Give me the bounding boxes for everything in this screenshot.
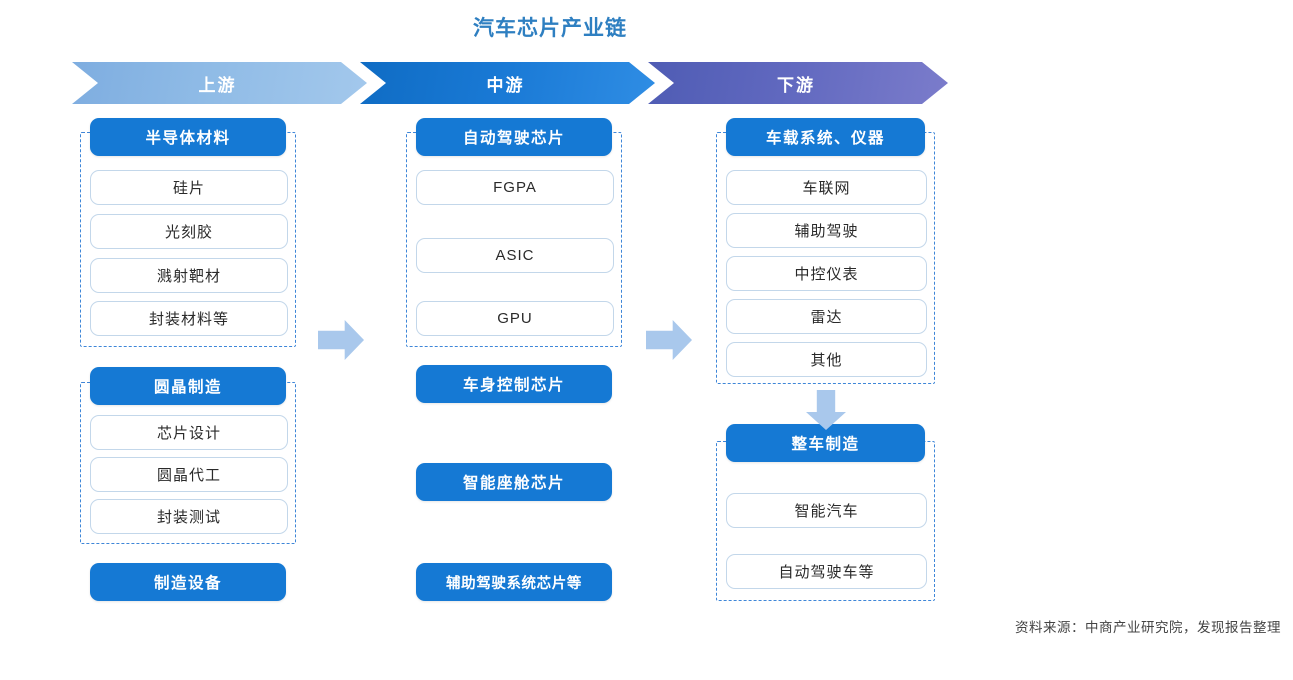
page-title: 汽车芯片产业链 <box>473 17 627 40</box>
item-center-console-instrument[interactable]: 中控仪表 <box>726 256 927 291</box>
box-adas-system-chip[interactable]: 辅助驾驶系统芯片等 <box>416 563 612 601</box>
item-silicon-wafer[interactable]: 硅片 <box>90 170 288 205</box>
group-header-label: 半导体材料 <box>145 130 231 147</box>
item-label: 光刻胶 <box>164 224 213 241</box>
group-header-wafer-manufacturing[interactable]: 圆晶制造 <box>90 367 286 405</box>
item-label: 其他 <box>810 352 843 369</box>
group-header-label: 车载系统、仪器 <box>765 130 885 147</box>
box-label: 辅助驾驶系统芯片等 <box>446 575 582 592</box>
item-packaging-testing[interactable]: 封装测试 <box>90 499 288 534</box>
item-label: ASIC <box>495 247 535 264</box>
item-smart-vehicle[interactable]: 智能汽车 <box>726 493 927 528</box>
item-label: 自动驾驶车等 <box>778 564 875 581</box>
item-gpu[interactable]: GPU <box>416 301 614 336</box>
item-label: 硅片 <box>172 180 205 197</box>
item-label: GPU <box>497 310 533 327</box>
box-smart-cockpit-chip[interactable]: 智能座舱芯片 <box>416 463 612 501</box>
stage-band: 上游 中游 下游 <box>72 62 952 104</box>
item-photoresist[interactable]: 光刻胶 <box>90 214 288 249</box>
item-wafer-foundry[interactable]: 圆晶代工 <box>90 457 288 492</box>
group-header-label: 圆晶制造 <box>153 379 222 396</box>
item-other[interactable]: 其他 <box>726 342 927 377</box>
box-body-control-chip[interactable]: 车身控制芯片 <box>416 365 612 403</box>
item-sputtering-target[interactable]: 溅射靶材 <box>90 258 288 293</box>
item-label: 车联网 <box>802 180 851 197</box>
item-radar[interactable]: 雷达 <box>726 299 927 334</box>
item-label: 封装测试 <box>156 509 221 526</box>
group-header-label: 自动驾驶芯片 <box>462 130 565 147</box>
item-label: 雷达 <box>810 309 843 326</box>
item-label: 辅助驾驶 <box>794 223 859 240</box>
stage-chevron-upstream[interactable]: 上游 <box>72 62 367 104</box>
stage-label-downstream: 下游 <box>777 75 815 95</box>
item-driver-assistance[interactable]: 辅助驾驶 <box>726 213 927 248</box>
box-label: 智能座舱芯片 <box>462 475 565 492</box>
item-label: 芯片设计 <box>156 425 221 442</box>
item-packaging-materials[interactable]: 封装材料等 <box>90 301 288 336</box>
item-label: FGPA <box>493 179 537 196</box>
item-label: 封装材料等 <box>148 311 229 328</box>
group-header-vehicle-systems-instruments[interactable]: 车载系统、仪器 <box>726 118 925 156</box>
arrow-right-icon-upstream-to-midstream <box>318 320 364 360</box>
item-fgpa[interactable]: FGPA <box>416 170 614 205</box>
box-manufacturing-equipment[interactable]: 制造设备 <box>90 563 286 601</box>
item-label: 中控仪表 <box>794 266 859 283</box>
stage-chevron-downstream[interactable]: 下游 <box>648 62 948 104</box>
item-autonomous-vehicle[interactable]: 自动驾驶车等 <box>726 554 927 589</box>
arrow-right-icon-midstream-to-downstream <box>646 320 692 360</box>
source-note: 资料来源：中商产业研究院，发现报告整理 <box>1015 620 1281 635</box>
group-header-semiconductor-materials[interactable]: 半导体材料 <box>90 118 286 156</box>
stage-chevron-midstream[interactable]: 中游 <box>360 62 655 104</box>
item-label: 圆晶代工 <box>156 467 221 484</box>
box-label: 车身控制芯片 <box>462 377 565 394</box>
box-label: 制造设备 <box>153 575 222 592</box>
group-header-autonomous-driving-chips[interactable]: 自动驾驶芯片 <box>416 118 612 156</box>
item-connected-vehicle[interactable]: 车联网 <box>726 170 927 205</box>
item-label: 溅射靶材 <box>156 268 221 285</box>
item-chip-design[interactable]: 芯片设计 <box>90 415 288 450</box>
item-label: 智能汽车 <box>794 503 859 520</box>
stage-label-midstream: 中游 <box>486 75 525 95</box>
item-asic[interactable]: ASIC <box>416 238 614 273</box>
stage-label-upstream: 上游 <box>198 75 237 95</box>
group-header-vehicle-manufacturing[interactable]: 整车制造 <box>726 424 925 462</box>
group-header-label: 整车制造 <box>791 436 860 453</box>
